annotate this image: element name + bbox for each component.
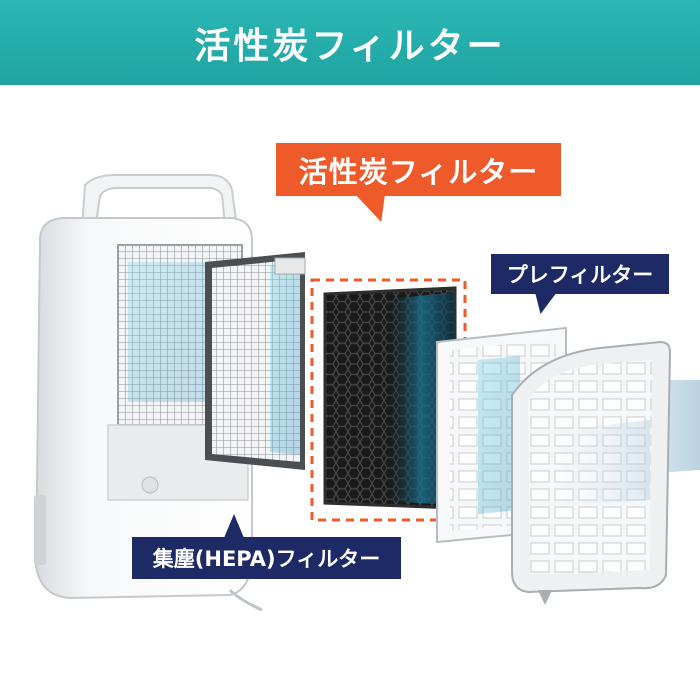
carbon-filter-label-text: 活性炭フィルター — [298, 154, 539, 189]
hepa-filter — [205, 252, 306, 470]
hepa-filter-label-text: 集塵(HEPA)フィルター — [152, 547, 381, 571]
hepa-filter-label: 集塵(HEPA)フィルター — [132, 537, 401, 579]
hepa-label-pointer — [224, 514, 244, 538]
carbon-filter-label: 活性炭フィルター — [276, 143, 561, 196]
pre-filter-label-text: プレフィルター — [506, 263, 654, 287]
title-banner: 活性炭フィルター — [0, 0, 700, 85]
filter-illustration — [34, 174, 700, 612]
banner-title: 活性炭フィルター — [194, 25, 506, 67]
front-louver-panel — [511, 340, 672, 605]
pre-filter-label: プレフィルター — [491, 254, 669, 294]
